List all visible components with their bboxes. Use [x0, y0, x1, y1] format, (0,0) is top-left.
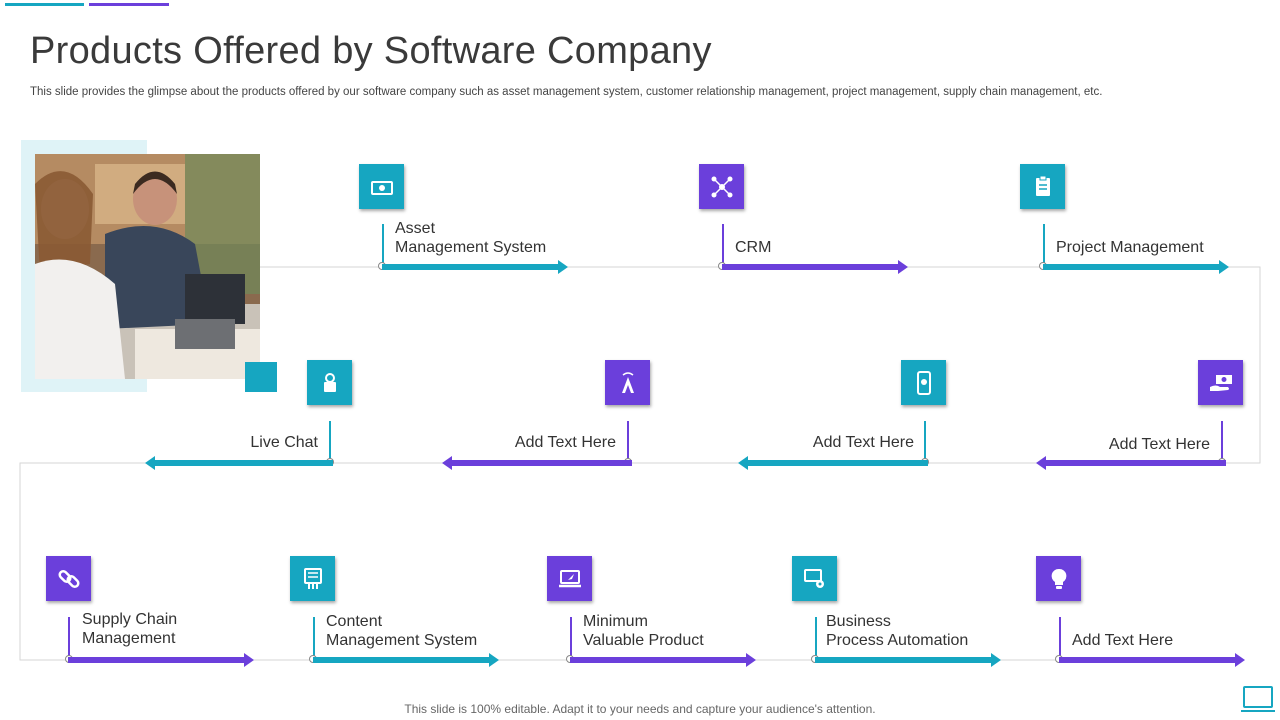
hand-money-icon — [1198, 360, 1243, 405]
item-label-row3-item5: Add Text Here — [1072, 632, 1174, 649]
arrow-left — [442, 456, 632, 470]
connector-line — [924, 421, 926, 463]
clipboard-gear-icon — [1020, 164, 1065, 209]
item-label-live-chat: Live Chat — [250, 434, 318, 451]
arrow-right — [1059, 653, 1245, 667]
connector-line — [570, 617, 572, 659]
item-label-row2-item3: Add Text Here — [812, 434, 914, 451]
connector-line — [329, 421, 331, 463]
network-icon — [699, 164, 744, 209]
item-label-row2-item4: Add Text Here — [1108, 436, 1210, 453]
chat-lock-icon — [307, 360, 352, 405]
arrow-left — [738, 456, 928, 470]
device-icon — [1241, 686, 1275, 712]
monitor-gear-icon — [792, 556, 837, 601]
laptop-rocket-icon — [547, 556, 592, 601]
page-subtitle: This slide provides the glimpse about th… — [30, 86, 1103, 98]
connector-line — [382, 224, 384, 266]
money-icon — [359, 164, 404, 209]
connector-line — [1221, 421, 1223, 463]
item-label-row2-item2: Add Text Here — [514, 434, 616, 451]
arrow-left — [1036, 456, 1226, 470]
page-title: Products Offered by Software Company — [30, 30, 712, 72]
arrow-right — [382, 260, 568, 274]
connector-line — [1059, 617, 1061, 659]
arrow-right — [68, 653, 254, 667]
item-label-crm: CRM — [735, 239, 772, 256]
team-photo — [35, 154, 260, 379]
arrow-right — [313, 653, 499, 667]
content-icon — [290, 556, 335, 601]
arrow-right — [1043, 260, 1229, 274]
footer-note: This slide is 100% editable. Adapt it to… — [404, 702, 876, 716]
arrow-right — [570, 653, 756, 667]
chain-link-icon — [46, 556, 91, 601]
connector-line — [68, 617, 70, 659]
connector-line — [815, 617, 817, 659]
item-label-project-management: Project Management — [1056, 239, 1204, 256]
mobile-bulb-icon — [901, 360, 946, 405]
arrow-right — [815, 653, 1001, 667]
bulb-icon — [1036, 556, 1081, 601]
arrow-left — [145, 456, 333, 470]
tower-icon — [605, 360, 650, 405]
connector-line — [313, 617, 315, 659]
top-accent-bar-teal — [5, 3, 84, 6]
connector-line — [627, 421, 629, 463]
arrow-right — [722, 260, 908, 274]
top-accent-bar-purple — [89, 3, 169, 6]
connector-line — [722, 224, 724, 266]
accent-square — [245, 362, 277, 392]
connector-line — [1043, 224, 1045, 266]
